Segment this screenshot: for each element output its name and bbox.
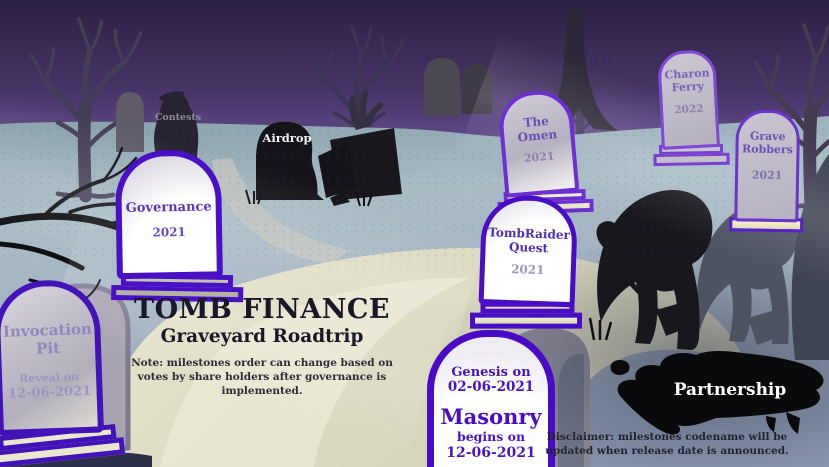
tombstone-face: Genesis on 02-06-2021 Masonry begins on … [427, 330, 555, 467]
milestone-name: Governance [125, 199, 212, 216]
milestone-name: Grave Robbers [741, 129, 794, 157]
tombstone-invocation-pit: Invocation Pit Reveal on 12-06-2021 [0, 278, 126, 467]
partnership-blob-silhouette [610, 350, 824, 435]
tombstone-face: Grave Robbers 2021 [734, 109, 801, 223]
tombstone-charon-ferry: Charon Ferry 2022 [653, 48, 739, 172]
milestone-name: TombRaider Quest [488, 225, 571, 256]
milestone-year: 2022 [674, 102, 704, 117]
disclaimer-text: Disclaimer: milestones codename will be … [545, 431, 789, 458]
milestone-year: 2021 [510, 262, 545, 278]
milestone-name: The Omen [517, 113, 558, 145]
milestone-year: 2021 [152, 225, 186, 240]
title-block: TOMB FINANCE Graveyard Roadtrip Note: mi… [128, 294, 396, 399]
partnership-label: Partnership [673, 380, 787, 400]
tombstone-face: The Omen 2021 [496, 87, 580, 198]
genesis-date: 02-06-2021 [447, 379, 535, 396]
creepy-hand-silhouette [349, 90, 384, 130]
genesis-label: Genesis on [451, 365, 531, 380]
tombstone-base [470, 312, 583, 329]
masonry-label: Masonry [440, 404, 542, 430]
tombstone-grave-robbers: Grave Robbers 2021 [729, 109, 818, 248]
milestone-name: Invocation Pit [2, 319, 93, 358]
tombstone-face: Charon Ferry 2022 [656, 49, 720, 150]
begins-label: begins on [456, 429, 526, 445]
tombstone-face: TombRaider Quest 2021 [478, 194, 579, 308]
airdrop-label: Airdrop [262, 131, 312, 145]
page-subtitle: Graveyard Roadtrip [160, 326, 364, 347]
milestone-name: Charon Ferry [664, 66, 710, 95]
note-text: Note: milestones order can change based … [131, 357, 393, 398]
tombstone-face: Governance 2021 [114, 149, 223, 280]
tombstone-genesis-masonry: Genesis on 02-06-2021 Masonry begins on … [427, 330, 557, 467]
page-title: TOMB FINANCE [134, 294, 390, 325]
tombstone-governance: Governance 2021 [111, 149, 250, 303]
begins-date: 12-06-2021 [446, 444, 536, 461]
tombstone-face: Invocation Pit Reveal on 12-06-2021 [0, 278, 105, 437]
tombstone-tombraider-quest: TombRaider Quest 2021 [470, 194, 597, 334]
milestone-year: 2021 [751, 168, 783, 183]
milestone-date: 12-06-2021 [7, 384, 92, 403]
milestone-year: 2021 [523, 149, 556, 166]
contests-label: Contests [154, 112, 202, 123]
